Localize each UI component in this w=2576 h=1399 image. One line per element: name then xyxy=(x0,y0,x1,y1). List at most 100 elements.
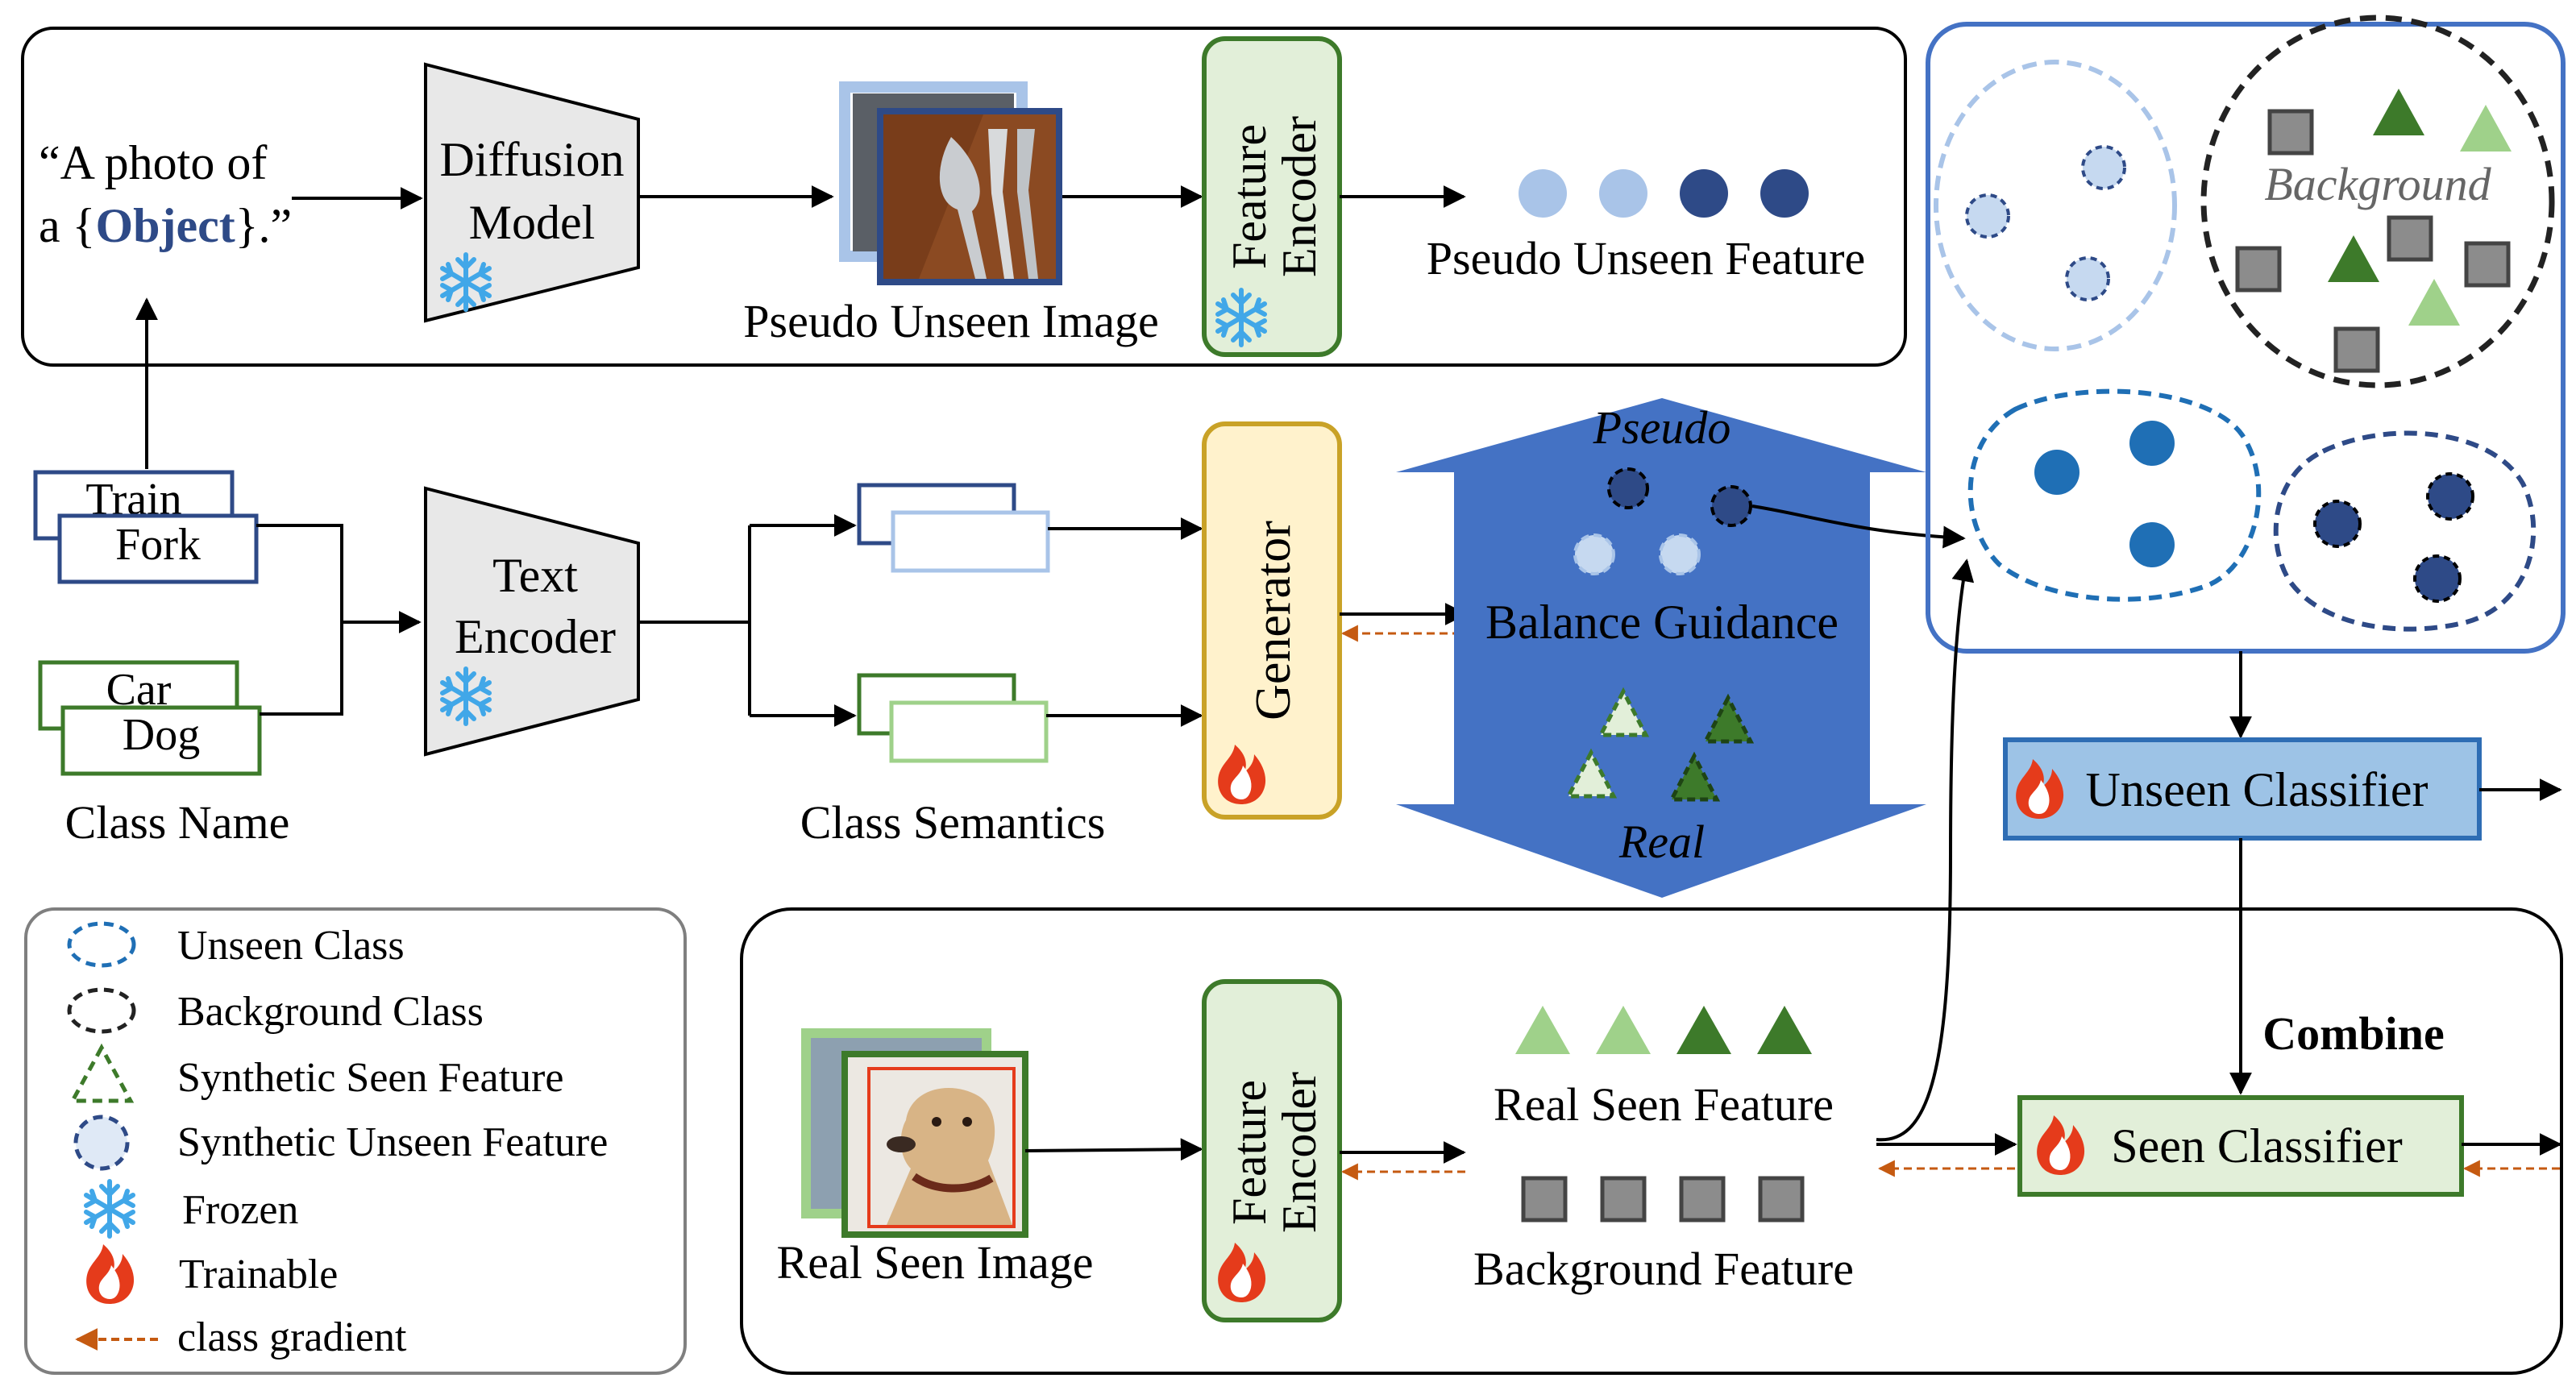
background-feature xyxy=(1521,1176,1568,1223)
balance-guidance-label: Balance Guidance xyxy=(1485,596,1839,649)
background-feature xyxy=(2267,109,2314,156)
feature-encoder-top-label-2: Encoder xyxy=(1273,116,1326,277)
pseudo-unseen-image xyxy=(839,81,1062,285)
pseudo-unseen-dot xyxy=(1519,169,1567,218)
synthetic-unseen-feature xyxy=(1607,467,1649,509)
unseen-feature xyxy=(2129,421,2175,466)
legend-icon-synthetic-unseen xyxy=(73,1115,130,1171)
real-seen-feature xyxy=(1757,1006,1812,1054)
arrow-guidance-to-feature-space xyxy=(1751,504,1966,549)
legend-icon-background-class xyxy=(67,987,136,1034)
balance-guidance-arrow xyxy=(1396,398,1926,898)
legend-label: Trainable xyxy=(179,1252,338,1297)
pseudo-unseen-dot xyxy=(1760,169,1809,218)
legend-label: Synthetic Unseen Feature xyxy=(177,1119,608,1165)
generator-label: Generator xyxy=(1246,521,1301,720)
synthetic-unseen-feature xyxy=(1965,193,2010,239)
real-seen-image xyxy=(801,1028,1028,1238)
prompt-line-1: “A photo of xyxy=(39,136,267,189)
combine-label: Combine xyxy=(2262,1007,2445,1060)
background-feature xyxy=(1679,1176,1726,1223)
legend-label: Background Class xyxy=(177,989,484,1035)
background-class-region xyxy=(2200,15,2555,388)
feature-encoder-bottom-label-2: Encoder xyxy=(1273,1072,1326,1233)
prompt-line-2: a {Object}.” xyxy=(39,199,292,252)
pseudo-label: Pseudo xyxy=(1593,401,1731,454)
synthetic-unseen-feature xyxy=(2081,145,2126,190)
feature-encoder-top-label-1: Feature xyxy=(1223,124,1276,269)
seen-classifier-label: Seen Classifier xyxy=(2111,1119,2403,1173)
top-panel xyxy=(21,27,1907,367)
real-seen-feature xyxy=(1676,1006,1731,1054)
legend-label: Frozen xyxy=(182,1187,298,1233)
synthetic-unseen-feature xyxy=(1573,533,1615,575)
unseen-class-region xyxy=(2273,430,2537,632)
generator-block xyxy=(1202,421,1342,820)
feature-space-panel xyxy=(1926,22,2566,654)
diffusion-model-block xyxy=(424,62,640,323)
diffusion-model-label-1: Diffusion xyxy=(440,133,625,186)
arrow-real-image-to-encoder xyxy=(1024,1138,1203,1161)
synthetic-seen-feature xyxy=(1701,693,1755,744)
pseudo-unseen-image-label: Pseudo Unseen Image xyxy=(743,295,1158,347)
background-feature xyxy=(1758,1176,1805,1223)
unseen-class-region xyxy=(1934,60,2177,351)
unseen-classifier-label: Unseen Classifier xyxy=(2086,763,2429,816)
bottom-panel xyxy=(740,907,2563,1375)
real-seen-feature xyxy=(2328,235,2379,282)
synthetic-seen-feature xyxy=(1668,751,1721,802)
legend-label: class gradient xyxy=(177,1314,407,1360)
synthetic-unseen-feature xyxy=(1710,485,1752,527)
pseudo-unseen-dot xyxy=(1680,169,1728,218)
background-feature xyxy=(2387,215,2433,262)
legend-icon-unseen-class xyxy=(67,921,136,968)
synthetic-unseen-feature xyxy=(2426,472,2474,521)
background-label: Background xyxy=(2264,158,2491,210)
semantic-box-unseen xyxy=(891,510,1050,573)
class-name-dog: Dog xyxy=(123,710,200,760)
diffusion-model-label-2: Model xyxy=(469,196,596,249)
class-box-fork xyxy=(57,513,259,584)
synthetic-unseen-feature xyxy=(2413,554,2462,603)
real-seen-feature-label: Real Seen Feature xyxy=(1494,1078,1834,1131)
pseudo-unseen-feature-label: Pseudo Unseen Feature xyxy=(1427,232,1865,284)
real-seen-feature xyxy=(2373,89,2424,135)
real-seen-feature xyxy=(2408,279,2460,326)
unseen-feature xyxy=(2129,522,2175,567)
pseudo-unseen-dot xyxy=(1599,169,1647,218)
prompt-object: Object xyxy=(95,199,235,252)
real-seen-image-label: Real Seen Image xyxy=(777,1236,1094,1289)
connector-unseen-names xyxy=(256,524,343,622)
real-seen-feature xyxy=(1515,1006,1570,1054)
semantic-box-seen xyxy=(889,700,1049,763)
real-seen-feature xyxy=(1596,1006,1651,1054)
class-name-label: Class Name xyxy=(65,796,290,849)
legend-icon-synthetic-seen xyxy=(69,1043,135,1103)
feature-encoder-bottom-label-1: Feature xyxy=(1223,1080,1276,1225)
seen-classifier-block xyxy=(2017,1095,2464,1197)
class-name-fork: Fork xyxy=(115,520,201,570)
background-feature xyxy=(1600,1176,1647,1223)
legend-label: Unseen Class xyxy=(177,923,405,969)
background-feature xyxy=(2235,246,2282,293)
class-box-dog xyxy=(60,705,262,776)
text-encoder-label-2: Encoder xyxy=(455,610,616,663)
synthetic-seen-feature xyxy=(1597,687,1650,737)
text-encoder-label-1: Text xyxy=(492,549,578,602)
arrow-real-features-to-feature-space xyxy=(1876,558,1975,1142)
real-label: Real xyxy=(1618,816,1705,868)
real-seen-feature xyxy=(2460,105,2512,152)
legend-label: Synthetic Seen Feature xyxy=(177,1055,563,1101)
unseen-feature xyxy=(2034,450,2079,495)
unseen-class-region xyxy=(1967,388,2262,602)
background-feature-label: Background Feature xyxy=(1473,1243,1854,1295)
synthetic-seen-feature xyxy=(1564,748,1618,799)
class-semantics-label: Class Semantics xyxy=(800,796,1106,849)
synthetic-unseen-feature xyxy=(2313,500,2362,548)
synthetic-unseen-feature xyxy=(1659,533,1701,575)
background-feature xyxy=(2333,326,2380,373)
background-feature xyxy=(2464,241,2511,288)
connector-seen-names xyxy=(260,622,343,716)
synthetic-unseen-feature xyxy=(2065,256,2110,301)
